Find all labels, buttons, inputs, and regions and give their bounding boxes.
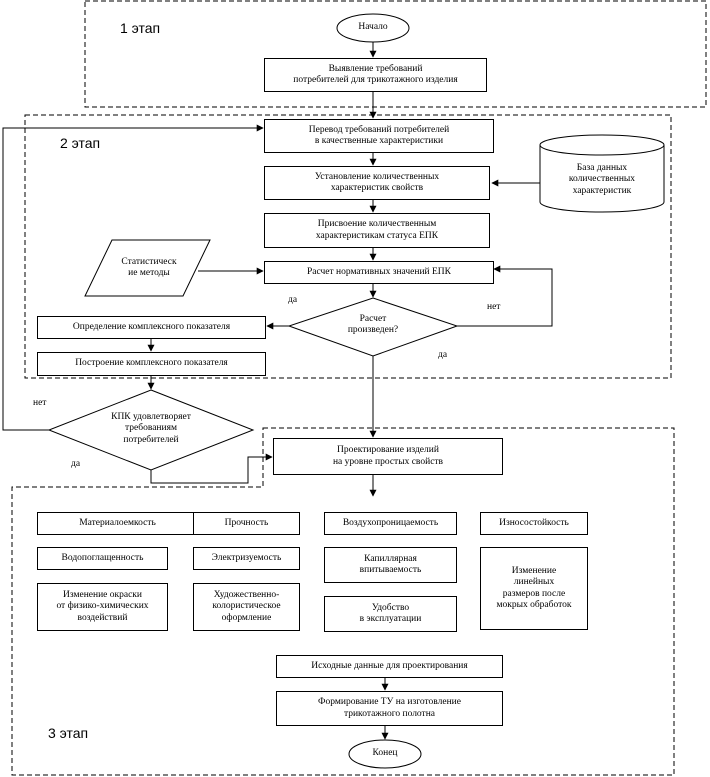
property-ease-of-use: Удобство в эксплуатации — [324, 596, 457, 632]
edge-label-yes-down: да — [438, 350, 448, 360]
property-electrification: Электризуемость — [193, 547, 300, 570]
translate-requirements-box: Перевод требований потребителей в качест… — [264, 119, 494, 153]
connectors — [2, 42, 553, 740]
decision-kpk-label: КПК удовлетворяет требованиям потребител… — [111, 411, 191, 445]
property-air-permeability: Воздухопроницаемость — [324, 512, 457, 535]
build-complex-index-box: Построение комплексного показателя — [37, 352, 266, 376]
edge-label-kpk-yes: да — [71, 459, 81, 469]
property-artistic-design: Художественно- колористическое оформлени… — [193, 583, 300, 631]
start-label: Начало — [358, 22, 388, 33]
stage-3-frame — [11, 427, 675, 776]
identify-requirements-box: Выявление требований потребителей для тр… — [264, 58, 487, 92]
stage-2-frame — [24, 114, 672, 379]
property-material-consumption: Материалоемкость — [37, 512, 198, 535]
decision-calc-label: Расчет произведен? — [347, 313, 399, 335]
end-label: Конец — [372, 748, 398, 759]
property-linear-size-change: Изменение линейных размеров после мокрых… — [480, 547, 588, 630]
stage-1-frame — [84, 0, 707, 108]
determine-complex-index-box: Определение комплексного показателя — [37, 316, 266, 339]
property-capillary-absorption: Капиллярная впитываемость — [324, 547, 457, 583]
database-cylinder — [539, 134, 665, 213]
quantitative-characteristics-box: Установление количественных характеристи… — [264, 166, 490, 200]
property-color-change: Изменение окраски от физико-химических в… — [37, 583, 168, 631]
property-wear-resistance: Износостойкость — [480, 512, 588, 535]
stage-1-label: 1 этап — [120, 20, 161, 36]
end-terminal — [348, 739, 422, 769]
form-technical-conditions-box: Формирование ТУ на изготовление трикотаж… — [276, 691, 503, 726]
stage-3-label: 3 этап — [48, 725, 89, 741]
database-label: База данных количественных характеристик — [568, 162, 636, 196]
statistics-parallelogram — [84, 239, 211, 297]
edge-label-kpk-no: нет — [33, 398, 47, 408]
calc-epk-box: Расчет нормативных значений ЕПК — [264, 261, 494, 284]
edge-label-yes-left: да — [288, 295, 298, 305]
assign-epk-status-box: Присвоение количественным характеристика… — [264, 213, 490, 248]
edge-label-no-right: нет — [487, 302, 501, 312]
design-simple-properties-box: Проектирование изделий на уровне простых… — [273, 438, 503, 475]
property-water-absorption: Водопоглащенность — [37, 547, 168, 570]
statistics-label: Статистическ ие методы — [121, 256, 177, 278]
property-strength: Прочность — [193, 512, 300, 535]
stage-2-label: 2 этап — [60, 135, 101, 151]
initial-design-data-box: Исходные данные для проектирования — [276, 655, 503, 678]
